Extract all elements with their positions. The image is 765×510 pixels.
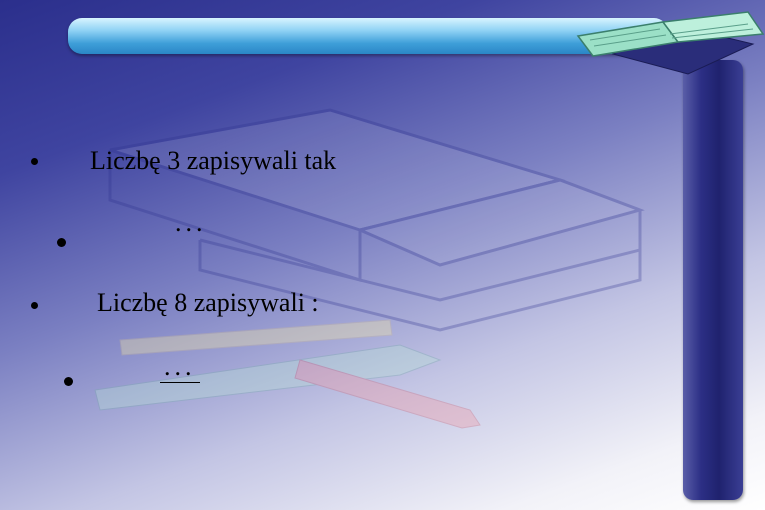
- open-book-icon: [576, 11, 765, 75]
- bullet-dot: [31, 302, 38, 309]
- pencil-illustration: [94, 319, 481, 429]
- placeholder-dots-2: ...: [160, 354, 200, 383]
- placeholder-dots-1: ...: [175, 208, 207, 237]
- text-line-number-8: Liczbę 8 zapisywali :: [97, 288, 319, 317]
- text-line-number-3: Liczbę 3 zapisywali tak: [90, 146, 337, 175]
- bullet-dot: [64, 377, 73, 386]
- bullet-dot: [57, 238, 66, 247]
- top-decorative-bar: [68, 18, 668, 54]
- bullet-dot: [31, 158, 38, 165]
- side-decorative-bar: [683, 60, 743, 500]
